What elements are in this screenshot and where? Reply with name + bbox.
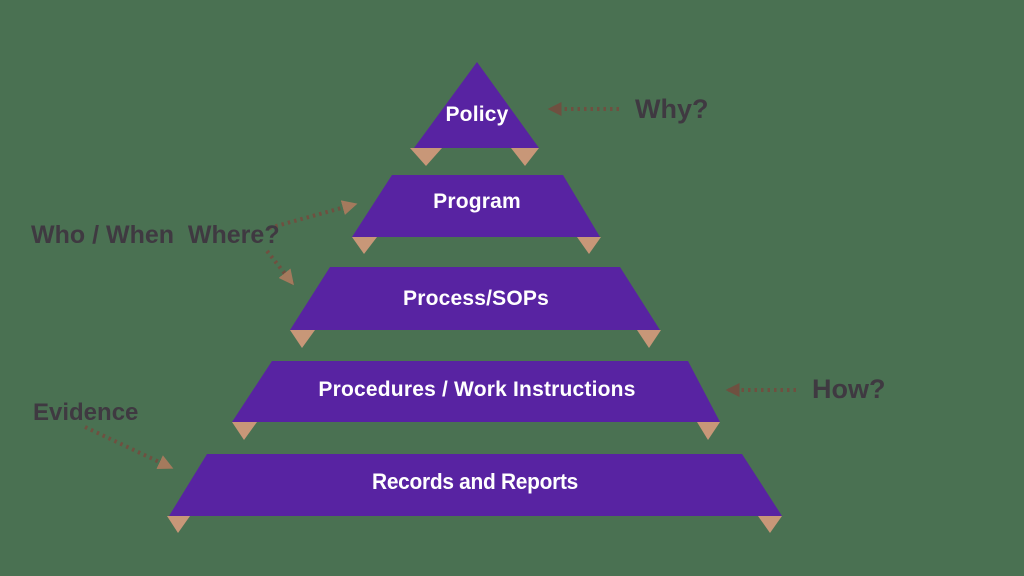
layer-shape-policy <box>414 62 539 148</box>
records-foot-right <box>758 516 782 533</box>
procedures-foot-left <box>232 422 257 440</box>
layer-shape-records <box>169 454 782 516</box>
policy-foot-left <box>410 148 442 166</box>
layer-shape-procedures <box>232 361 720 422</box>
who-when-where-arrow-upper <box>268 200 358 230</box>
program-foot-right <box>577 237 601 254</box>
layer-shape-program <box>352 175 600 237</box>
process-foot-right <box>637 330 661 348</box>
pyramid-layers <box>169 62 782 516</box>
annotation-evidence: Evidence <box>33 399 139 426</box>
annotation-why: Why? <box>635 94 709 124</box>
annotation-who-when-where: Who / When Where? <box>31 221 280 249</box>
layer-label-procedures-work-instructions: Procedures / Work Instructions <box>318 378 636 401</box>
procedures-foot-right <box>697 422 720 440</box>
layer-label-process-sops: Process/SOPs <box>403 287 549 310</box>
layer-label-records-and-reports: Records and Reports <box>372 469 578 494</box>
layer-shape-process <box>290 267 660 330</box>
who-when-where-arrow-lower <box>265 249 295 286</box>
evidence-arrow <box>84 425 174 470</box>
layer-label-program: Program <box>433 190 521 213</box>
process-foot-left <box>290 330 315 348</box>
annotation-arrows <box>84 102 796 470</box>
layer-label-policy: Policy <box>445 103 509 126</box>
records-foot-left <box>167 516 190 533</box>
annotation-how: How? <box>812 374 886 404</box>
policy-foot-right <box>511 148 539 166</box>
program-foot-left <box>352 237 377 254</box>
pyramid-feet <box>167 148 782 533</box>
